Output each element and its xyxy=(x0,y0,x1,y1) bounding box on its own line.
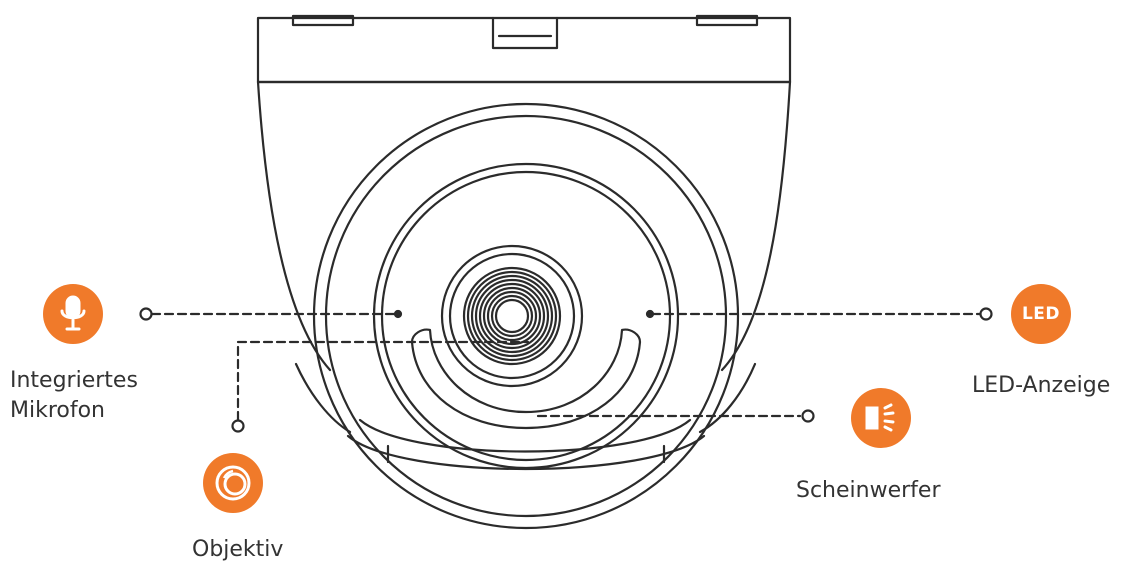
spotlight-arc xyxy=(410,328,642,430)
camera-base xyxy=(256,14,792,84)
lens-icon xyxy=(203,453,263,513)
led-icon: LED xyxy=(1011,284,1071,344)
led-label: LED-Anzeige xyxy=(972,373,1111,398)
spotlight-label: Scheinwerfer xyxy=(796,478,941,503)
microphone-label: Integriertes Mikrofon xyxy=(10,366,138,426)
camera-ball xyxy=(312,102,740,530)
microphone-label-line1: Integriertes xyxy=(10,368,138,393)
microphone-icon xyxy=(43,284,103,344)
leader-lens xyxy=(236,340,530,422)
spotlight-icon xyxy=(851,388,911,448)
led-icon-text: LED xyxy=(1021,304,1061,324)
lens-label: Objektiv xyxy=(192,537,284,562)
lens-drawing xyxy=(440,244,584,388)
microphone-label-line2: Mikrofon xyxy=(10,398,106,423)
leader-endpoints xyxy=(139,307,993,433)
camera-housing xyxy=(256,80,792,434)
leader-lines xyxy=(150,312,982,422)
